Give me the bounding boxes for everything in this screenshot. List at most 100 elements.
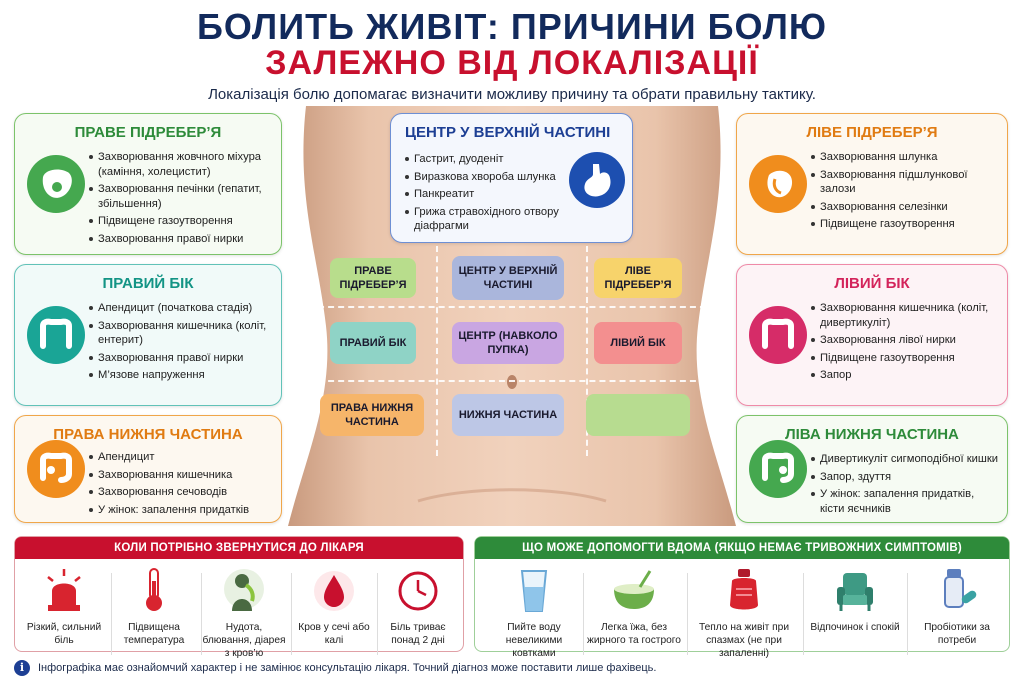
doctor-item-label: Різкий, сильний біль <box>26 622 102 646</box>
list-item: Дивертикуліт сигмоподібної кишки <box>811 452 999 467</box>
card-title: ЦЕНТР У ВЕРХНІЙ ЧАСТИНІ <box>405 124 611 141</box>
zone-left-lower[interactable] <box>586 394 690 436</box>
doctor-item-label: Біль триває понад 2 дні <box>390 622 446 646</box>
home-item: Легка їжа, без жирного та гострого <box>587 563 681 663</box>
zone-right-side[interactable]: ПРАВИЙ БІК <box>330 322 416 364</box>
info-icon: i <box>14 660 30 676</box>
grid-line-right <box>586 246 588 456</box>
doctor-panel: КОЛИ ПОТРІБНО ЗВЕРНУТИСЯ ДО ЛІКАРЯ Різки… <box>14 536 464 659</box>
card-right-upper: ПРАВЕ ПІДРЕБЕР’Я Захворювання жовчного м… <box>14 113 282 255</box>
footnote: i Інфографіка має ознайомчий характер і н… <box>14 660 656 676</box>
list-item: Запор <box>811 368 999 383</box>
card-title: ЛІВА НИЖНЯ ЧАСТИНА <box>785 426 959 443</box>
intestine-icon <box>749 440 807 498</box>
card-list: Апендицит Захворювання кишечника Захворю… <box>89 450 273 520</box>
blood-drop-icon <box>314 571 354 611</box>
list-item: Підвищене газоутворення <box>811 351 999 366</box>
list-item: Захворювання кишечника <box>89 468 273 483</box>
siren-icon <box>47 569 81 611</box>
card-title: ПРАВА НИЖНЯ ЧАСТИНА <box>53 426 243 443</box>
thermometer-icon <box>146 568 162 611</box>
list-item: Апендицит (початкова стадія) <box>89 301 273 316</box>
list-item: Захворювання правої нирки <box>89 232 273 247</box>
list-item: Апендицит <box>89 450 273 465</box>
doctor-item: Кров у сечі або калі <box>291 563 377 663</box>
intestine-icon <box>27 440 85 498</box>
gallbladder-icon <box>27 155 85 213</box>
list-item: Захворювання кишечника (коліт, дивертику… <box>811 301 999 330</box>
doctor-item: Нудота, блювання, діарея з кров’ю <box>201 563 287 663</box>
card-title: ПРАВИЙ БІК <box>102 275 194 292</box>
list-item: Підвищене газоутворення <box>89 214 273 229</box>
list-item: Захворювання печінки (гепатит, збільшенн… <box>89 182 273 211</box>
list-item: У жінок: запалення придатків, кісти яєчн… <box>811 487 999 516</box>
list-item: Грижа стравохідного отвору діафрагми <box>405 205 562 234</box>
footnote-text: Інфографіка має ознайомчий характер і не… <box>38 661 657 674</box>
list-item: Захворювання кишечника (коліт, ентерит) <box>89 319 273 348</box>
list-item: Захворювання шлунка <box>811 150 999 165</box>
zone-center-lower[interactable]: НИЖНЯ ЧАСТИНА <box>452 394 564 436</box>
zone-center-navel[interactable]: ЦЕНТР (НАВКОЛО ПУПКА) <box>452 322 564 364</box>
subtitle: Локалізація болю допомагає визначити мож… <box>208 86 816 103</box>
card-list: Захворювання шлунка Захворювання підшлун… <box>811 150 999 235</box>
card-list: Захворювання жовчного міхура (каміння, х… <box>89 150 273 249</box>
list-item: Захворювання лівої нирки <box>811 333 999 348</box>
home-item: Відпочинок і спокій <box>805 563 905 663</box>
water-glass-icon <box>520 570 548 612</box>
stomach-icon <box>569 152 625 208</box>
list-item: М’язове напруження <box>89 368 273 383</box>
zone-right-upper[interactable]: ПРАВЕ ПІДРЕБЕР’Я <box>330 258 416 298</box>
zone-left-side[interactable]: ЛІВИЙ БІК <box>594 322 682 364</box>
zone-right-lower[interactable]: ПРАВА НИЖНЯ ЧАСТИНА <box>320 394 424 436</box>
list-item: Захворювання селезінки <box>811 200 999 215</box>
list-item: Захворювання жовчного міхура (каміння, х… <box>89 150 273 179</box>
card-center-upper: ЦЕНТР У ВЕРХНІЙ ЧАСТИНІ Гастрит, дуодені… <box>390 113 633 243</box>
zone-left-upper[interactable]: ЛІВЕ ПІДРЕБЕР’Я <box>594 258 682 298</box>
home-item-label: Легка їжа, без жирного та гострого <box>587 622 681 646</box>
hot-water-bottle-icon <box>730 569 758 610</box>
spleen-icon <box>749 155 807 213</box>
clock-icon <box>398 571 438 611</box>
home-item-label: Пробіотики за потреби <box>924 622 990 646</box>
card-title: ЛІВЕ ПІДРЕБЕР’Я <box>806 124 938 141</box>
doctor-item-label: Кров у сечі або калі <box>298 622 370 646</box>
card-list: Захворювання кишечника (коліт, дивертику… <box>811 301 999 386</box>
card-list: Гастрит, дуоденіт Виразкова хвороба шлун… <box>405 152 562 237</box>
bowl-icon <box>614 570 654 609</box>
card-left-lower: ЛІВА НИЖНЯ ЧАСТИНА Дивертикуліт сигмопод… <box>736 415 1008 523</box>
nausea-icon <box>224 569 264 611</box>
list-item: Гастрит, дуоденіт <box>405 152 562 167</box>
zone-center-upper[interactable]: ЦЕНТР У ВЕРХНІЙ ЧАСТИНІ <box>452 256 564 300</box>
home-item-label: Відпочинок і спокій <box>810 622 900 633</box>
home-item-label: Пийте воду невеликими ковтками <box>505 622 563 659</box>
card-title: ЛІВИЙ БІК <box>834 275 910 292</box>
list-item: Виразкова хвороба шлунка <box>405 170 562 185</box>
home-item-label: Тепло на живіт при спазмах (не при запал… <box>698 622 790 659</box>
doctor-item-label: Підвищена температура <box>123 622 185 646</box>
list-item: Захворювання правої нирки <box>89 351 273 366</box>
home-panel-title: ЩО МОЖЕ ДОПОМОГТИ ВДОМА (ЯКЩО НЕМАЄ ТРИВ… <box>475 537 1009 559</box>
list-item: Панкреатит <box>405 187 562 202</box>
home-item: Пробіотики за потреби <box>909 563 1005 663</box>
doctor-item: Підвищена температура <box>111 563 197 663</box>
colon-icon <box>749 306 807 364</box>
home-item: Тепло на живіт при спазмах (не при запал… <box>689 563 799 663</box>
grid-line-left <box>436 246 438 456</box>
armchair-icon <box>837 573 873 611</box>
card-left-side: ЛІВИЙ БІК Захворювання кишечника (коліт,… <box>736 264 1008 406</box>
probiotics-icon <box>944 569 977 608</box>
title-line-2: ЗАЛЕЖНО ВІД ЛОКАЛІЗАЦІЇ <box>265 44 759 82</box>
card-right-side: ПРАВИЙ БІК Апендицит (початкова стадія) … <box>14 264 282 406</box>
doctor-item: Різкий, сильний біль <box>21 563 107 663</box>
home-panel: ЩО МОЖЕ ДОПОМОГТИ ВДОМА (ЯКЩО НЕМАЄ ТРИВ… <box>474 536 1010 659</box>
card-list: Апендицит (початкова стадія) Захворюванн… <box>89 301 273 386</box>
card-right-lower: ПРАВА НИЖНЯ ЧАСТИНА Апендицит Захворюван… <box>14 415 282 523</box>
card-list: Дивертикуліт сигмоподібної кишки Запор, … <box>811 452 999 519</box>
list-item: У жінок: запалення придатків <box>89 503 273 518</box>
doctor-item: Біль триває понад 2 дні <box>375 563 461 663</box>
list-item: Захворювання сечоводів <box>89 485 273 500</box>
list-item: Підвищене газоутворення <box>811 217 999 232</box>
grid-line-upper <box>308 306 716 308</box>
doctor-item-label: Нудота, блювання, діарея з кров’ю <box>202 622 286 659</box>
